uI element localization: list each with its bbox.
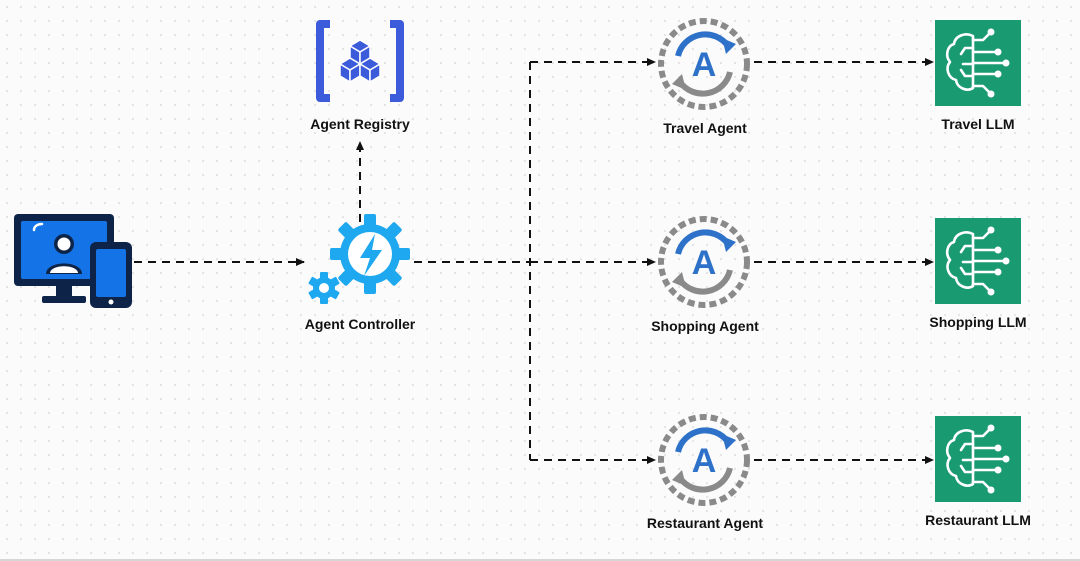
- agent-letter: A: [692, 442, 717, 480]
- agent-cycle-icon: A: [658, 414, 750, 506]
- registry-label: Agent Registry: [310, 116, 410, 132]
- llm-brain-icon: [935, 20, 1021, 106]
- travel-agent-label: Travel Agent: [663, 120, 747, 136]
- agent-cycle-icon: A: [658, 18, 750, 110]
- shopping-llm-label: Shopping LLM: [929, 314, 1027, 330]
- user-devices-icon: [14, 214, 132, 308]
- controller-gears-icon: [308, 214, 410, 304]
- llm-brain-icon: [935, 218, 1021, 304]
- agent-letter: A: [692, 46, 717, 84]
- agent-letter: A: [692, 244, 717, 282]
- restaurant-llm-label: Restaurant LLM: [925, 512, 1031, 528]
- registry-cubes-icon: [316, 20, 404, 102]
- agent-cycle-icon: A: [658, 216, 750, 308]
- shopping-agent-label: Shopping Agent: [651, 318, 759, 334]
- controller-label: Agent Controller: [304, 316, 416, 332]
- travel-llm-label: Travel LLM: [941, 116, 1015, 132]
- restaurant-agent-label: Restaurant Agent: [646, 515, 764, 531]
- llm-brain-icon: [935, 416, 1021, 502]
